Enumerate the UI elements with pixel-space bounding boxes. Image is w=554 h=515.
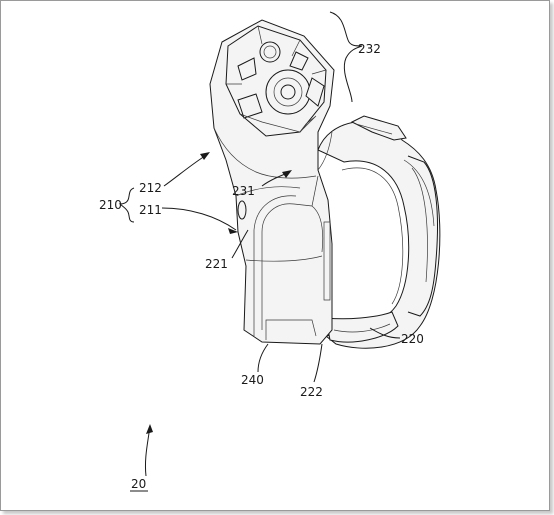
wrist-strap xyxy=(317,115,441,349)
label-240: 240 xyxy=(241,373,264,387)
label-212: 212 xyxy=(139,181,162,195)
leader-lines xyxy=(118,11,401,477)
reference-labels: 232 210 212 211 231 221 220 240 222 20 xyxy=(99,42,424,492)
label-221: 221 xyxy=(205,257,228,271)
label-232: 232 xyxy=(358,42,381,56)
label-220: 220 xyxy=(401,332,424,346)
control-head xyxy=(225,25,327,137)
label-210: 210 xyxy=(99,198,122,212)
label-231: 231 xyxy=(232,184,255,198)
label-20: 20 xyxy=(131,477,146,491)
label-222: 222 xyxy=(300,385,323,399)
label-211: 211 xyxy=(139,203,162,217)
